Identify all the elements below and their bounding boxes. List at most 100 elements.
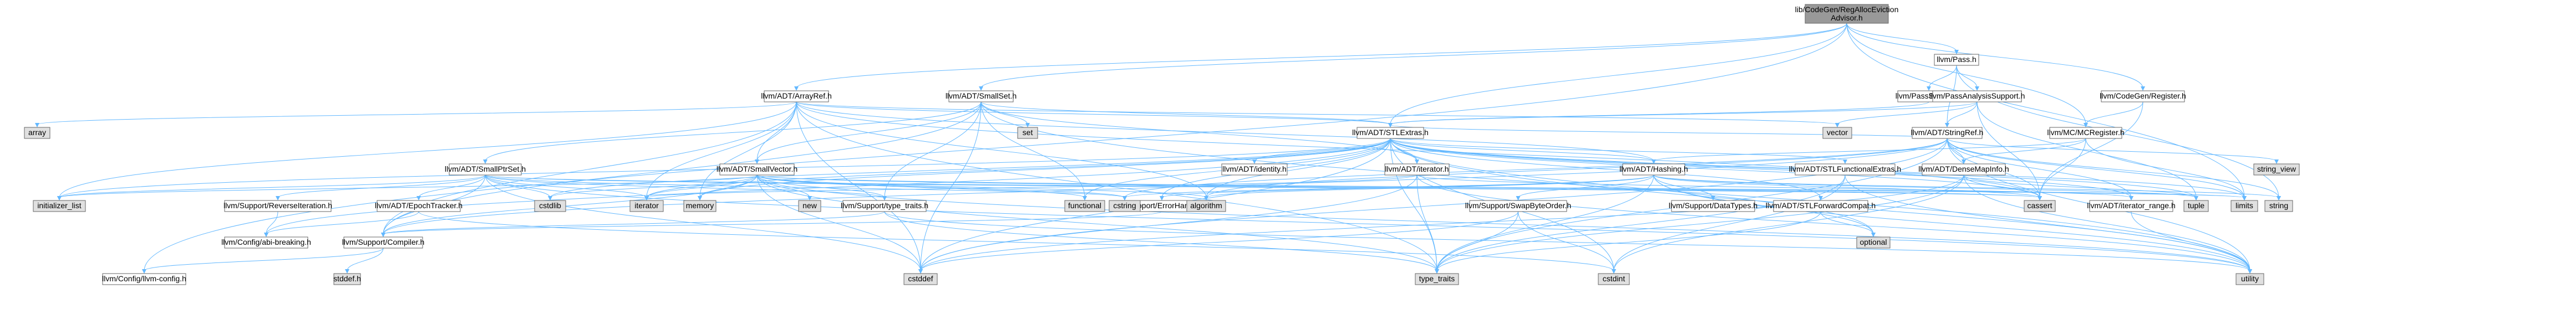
node-mcreg[interactable]: llvm/MC/MCRegister.h (2047, 127, 2125, 139)
node-datatypes[interactable]: llvm/Support/DataTypes.h (1669, 200, 1757, 212)
edge-stringref-to-string_view (1947, 138, 2277, 162)
node-string_view[interactable]: string_view (2253, 163, 2300, 176)
node-swapbyteorder[interactable]: llvm/Support/SwapByteOrder.h (1465, 200, 1571, 212)
edge-arrow-root-to-codegenreg (2141, 86, 2145, 91)
edge-hashing-to-datatypes (1653, 174, 1714, 198)
edge-smallptrset-to-typetraits (485, 174, 885, 198)
node-smallvector-label: llvm/ADT/SmallVector.h (717, 164, 797, 173)
edge-root-to-limits (1846, 23, 2245, 198)
node-stlextras-box (1356, 127, 1424, 139)
edge-smallvector-to-compiler (383, 174, 758, 235)
node-cstdint-box (1598, 273, 1630, 285)
node-iteratorsys[interactable]: iterator (629, 200, 664, 212)
node-cstdlib[interactable]: cstdlib (534, 200, 566, 212)
node-swapbyteorder-label: llvm/Support/SwapByteOrder.h (1465, 201, 1571, 210)
node-cstdint[interactable]: cstdint (1598, 273, 1630, 285)
node-abibreaking[interactable]: llvm/Config/abi-breaking.h (221, 236, 311, 249)
node-reverseiter[interactable]: llvm/Support/ReverseIteration.h (223, 200, 332, 212)
node-smallptrset[interactable]: llvm/ADT/SmallPtrSet.h (445, 163, 526, 176)
node-functional-label: functional (1068, 201, 1101, 210)
edge-stlextras-to-cstdlib (550, 138, 1391, 198)
edge-arrow-pass-to-passanalysis (1975, 86, 1979, 91)
node-iterrange[interactable]: llvm/ADT/iterator_range.h (2087, 200, 2176, 212)
edge-pass-to-passsupport (1928, 65, 1957, 89)
node-iterator-label: llvm/ADT/iterator.h (1385, 164, 1449, 173)
edge-smallptrset-to-utility (485, 174, 2250, 271)
node-compiler[interactable]: llvm/Support/Compiler.h (342, 236, 425, 249)
node-array[interactable]: array (24, 127, 50, 139)
edge-smallset-to-cstddef (920, 101, 982, 271)
edge-stlextras-to-algorithm (1206, 138, 1391, 198)
edge-smallset-to-smallvector (756, 101, 982, 162)
node-codegenreg[interactable]: llvm/CodeGen/Register.h (2100, 90, 2186, 102)
edge-stlfunctional-to-cstdint (1613, 174, 1846, 271)
node-type_traits[interactable]: type_traits (1415, 273, 1459, 285)
edge-arrow-smallvector-to-typetraits (882, 196, 887, 200)
edge-passsupport-to-stlextras (1390, 101, 1929, 125)
node-stlextras[interactable]: llvm/ADT/STLExtras.h (1352, 127, 1429, 139)
node-vector[interactable]: vector (1822, 127, 1852, 139)
edge-iterator-to-iterrange (1416, 174, 2132, 198)
node-utility[interactable]: utility (2235, 273, 2264, 285)
node-iterator[interactable]: llvm/ADT/iterator.h (1384, 163, 1450, 176)
node-new[interactable]: new (798, 200, 821, 212)
node-stlforward[interactable]: llvm/ADT/STLForwardCompat.h (1766, 200, 1876, 212)
node-pass-box (1934, 54, 1979, 66)
node-cassert[interactable]: cassert (2024, 200, 2056, 212)
node-stddef[interactable]: stddef.h (333, 273, 361, 285)
edge-errorhandling-to-compiler (383, 211, 1162, 235)
node-cstring-label: cstring (1113, 201, 1136, 210)
node-functional[interactable]: functional (1064, 200, 1105, 212)
node-initializer_list[interactable]: initializer_list (33, 200, 86, 212)
edge-root-to-mcreg (1846, 23, 2086, 125)
edge-smallptrset-to-iteratorsys (485, 174, 647, 198)
node-smallvector[interactable]: llvm/ADT/SmallVector.h (717, 163, 797, 176)
node-set[interactable]: set (1017, 127, 1038, 139)
edge-arrow-root-to-arrayref (794, 86, 799, 91)
node-optional[interactable]: optional (1856, 236, 1891, 249)
node-stringref[interactable]: llvm/ADT/StringRef.h (1911, 127, 1984, 139)
edge-arrow-smallvector-to-limits (2242, 196, 2247, 200)
node-smallset[interactable]: llvm/ADT/SmallSet.h (946, 90, 1017, 102)
node-string[interactable]: string (2264, 200, 2293, 212)
edge-smallptrset-to-cstring (485, 174, 1125, 198)
node-cstddef[interactable]: cstddef (903, 273, 938, 285)
node-passanalysis-label: llvm/PassAnalysisSupport.h (1929, 91, 2025, 100)
edge-arrayref-to-stlextras (796, 101, 1391, 125)
edge-stlextras-to-abibreaking (266, 138, 1391, 235)
edge-arrayref-to-smallvector (756, 101, 797, 162)
edge-arrayref-to-vector (796, 101, 1838, 125)
node-tuple[interactable]: tuple (2183, 200, 2209, 212)
edge-arrow-stlextras-to-identity (1252, 159, 1257, 164)
node-iterrange-label: llvm/ADT/iterator_range.h (2087, 201, 2176, 210)
node-algorithm[interactable]: algorithm (1186, 200, 1226, 212)
node-memory[interactable]: memory (683, 200, 717, 212)
edge-iterator-to-iteratorsys (646, 174, 1417, 198)
edge-arrow-stlforward-to-optional (1871, 233, 1876, 237)
node-cstring[interactable]: cstring (1109, 200, 1141, 212)
node-identity[interactable]: llvm/ADT/identity.h (1221, 163, 1288, 176)
edge-epochtracker-to-abibreaking (266, 211, 419, 235)
node-limits[interactable]: limits (2230, 200, 2258, 212)
edge-hashing-to-type_traits (1436, 174, 1654, 271)
edge-root-to-llvmconfig (144, 23, 1847, 271)
node-hashing-box (1622, 163, 1685, 176)
node-pass[interactable]: llvm/Pass.h (1934, 54, 1979, 66)
node-hashing[interactable]: llvm/ADT/Hashing.h (1619, 163, 1688, 176)
node-identity-box (1221, 163, 1288, 176)
node-passanalysis[interactable]: llvm/PassAnalysisSupport.h (1929, 90, 2025, 102)
edge-stringref-to-iterrange (1947, 138, 2132, 198)
node-arrayref[interactable]: llvm/ADT/ArrayRef.h (761, 90, 832, 102)
node-llvmconfig[interactable]: llvm/Config/llvm-config.h (102, 273, 186, 285)
node-arrayref-box (764, 90, 829, 102)
node-compiler-box (343, 236, 423, 249)
node-type_traits-label: type_traits (1419, 274, 1455, 283)
node-densemapinfo[interactable]: llvm/ADT/DenseMapInfo.h (1918, 163, 2009, 176)
node-epochtracker[interactable]: llvm/ADT/EpochTracker.h (375, 200, 463, 212)
node-stlfunctional[interactable]: llvm/ADT/STLFunctionalExtras.h (1789, 163, 1901, 176)
edge-passanalysis-to-stringref (1947, 101, 1978, 125)
edge-stlfunctional-to-type_traits (1436, 174, 1846, 271)
node-typetraits[interactable]: llvm/Support/type_traits.h (841, 200, 928, 212)
